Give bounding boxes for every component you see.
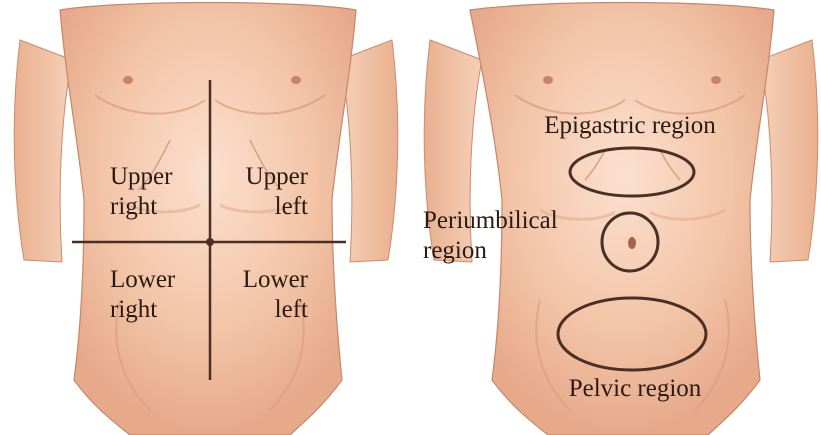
pelvic-region-label: Pelvic region xyxy=(530,374,740,404)
periumbilical-region-label: Periumbilical region xyxy=(423,206,558,266)
left-figure-nipple-left xyxy=(291,76,301,84)
left-torso xyxy=(14,3,398,435)
epigastric-region-label: Epigastric region xyxy=(512,111,748,141)
lower-right-quadrant-label: Lower right xyxy=(110,265,175,325)
left-figure-body xyxy=(60,3,356,435)
left-figure-right-arm xyxy=(14,40,72,262)
upper-left-quadrant-label: Upper left xyxy=(222,162,308,222)
right-figure-left-arm xyxy=(760,40,818,262)
umbilicus-dot xyxy=(206,238,214,246)
navel xyxy=(628,237,636,249)
right-figure-nipple-right xyxy=(543,76,553,84)
left-figure-nipple-right xyxy=(123,76,133,84)
lower-left-quadrant-label: Lower left xyxy=(222,265,308,325)
right-figure-nipple-left xyxy=(711,76,721,84)
upper-right-quadrant-label: Upper right xyxy=(110,162,172,222)
